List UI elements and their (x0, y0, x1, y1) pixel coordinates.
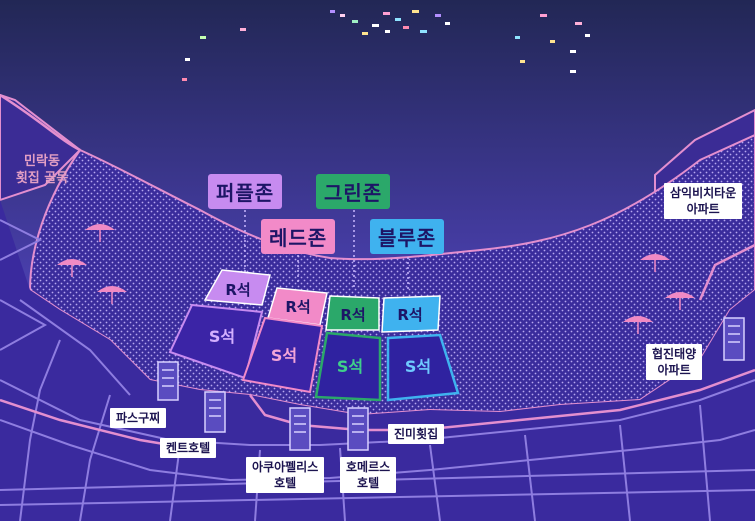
parasol-icon (623, 316, 653, 334)
hyeopjin-label: 협진태양 아파트 (646, 344, 703, 380)
parasol-icon (57, 259, 87, 277)
green-r-seat[interactable] (325, 295, 380, 331)
seat-labels: R석 R석 R석 R석 S석 S석 S석 S석 (209, 281, 431, 376)
kent-line1: 켄트호텔 (166, 441, 211, 455)
red-zone-tag[interactable]: 레드존 (261, 219, 336, 254)
aqua-label: 아쿠아펠리스 호텔 (246, 457, 325, 493)
blue-r-label: R석 (397, 306, 422, 324)
building-icon (289, 407, 311, 451)
blue-r-seat[interactable] (381, 295, 441, 333)
pasta-label: 파스구찌 (110, 408, 167, 428)
parasol-icon (97, 286, 127, 304)
green-s-seat[interactable] (314, 331, 382, 402)
blue-s-seat[interactable] (386, 333, 460, 402)
homers-line1: 호메르스 (346, 460, 391, 474)
parasol-icon (85, 224, 115, 242)
parasol-icon (640, 254, 670, 272)
aqua-line1: 아쿠아펠리스 (252, 460, 319, 474)
aqua-line2: 호텔 (274, 476, 297, 490)
samik-line1: 삼익비치타운 (670, 186, 737, 200)
jinmi-line1: 진미횟집 (394, 427, 439, 441)
green-s-label: S석 (337, 357, 363, 376)
purple-zone-tag[interactable]: 퍼플존 (208, 174, 283, 209)
red-r-label: R석 (285, 298, 310, 316)
samik-line2: 아파트 (686, 202, 720, 216)
purple-s-label: S석 (209, 327, 235, 346)
purple-r-seat[interactable] (203, 269, 271, 306)
building-icon (347, 407, 369, 451)
parasol-icon (665, 292, 695, 310)
minrak-line2: 횟집 골목 (15, 171, 69, 186)
homers-line2: 호텔 (357, 476, 380, 490)
purple-r-label: R석 (225, 281, 250, 299)
building-icon (204, 391, 226, 433)
hyeopjin-line1: 협진태양 (652, 347, 697, 361)
minrak-line1: 민락동 (24, 154, 60, 169)
zone-connectors (244, 205, 409, 290)
pasta-line1: 파스구찌 (116, 411, 161, 425)
red-s-seat[interactable] (241, 316, 324, 394)
red-s-label: S석 (271, 346, 297, 365)
homers-label: 호메르스 호텔 (340, 457, 397, 493)
blue-zone-tag[interactable]: 블루존 (370, 219, 445, 254)
blue-s-label: S석 (405, 357, 431, 376)
kent-label: 켄트호텔 (160, 438, 217, 458)
jinmi-label: 진미횟집 (388, 424, 445, 444)
samik-label: 삼익비치타운 아파트 (664, 183, 743, 219)
building-icon (723, 317, 745, 361)
green-zone-tag[interactable]: 그린존 (316, 174, 391, 209)
minrak-land (0, 93, 82, 202)
hyeopjin-line2: 아파트 (657, 363, 691, 377)
minrak-label: 민락동 횟집 골목 (10, 153, 74, 187)
fireworks (182, 10, 590, 81)
building-icon (157, 361, 179, 401)
green-r-label: R석 (340, 306, 365, 324)
parasols (57, 224, 695, 334)
